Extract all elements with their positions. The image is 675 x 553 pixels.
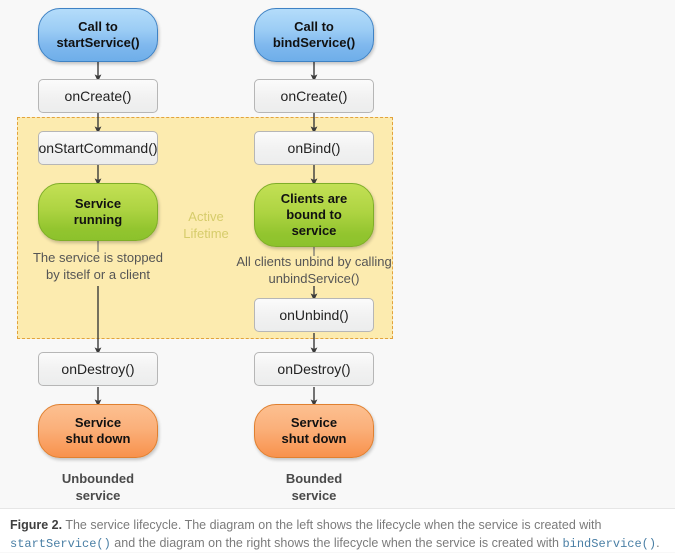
node-right-on-destroy[interactable]: onDestroy() [254, 352, 374, 386]
node-left-on-destroy[interactable]: onDestroy() [38, 352, 158, 386]
column-label-unbounded: Unbounded service [28, 470, 168, 504]
node-right-service-shut-down[interactable]: Service shut down [254, 404, 374, 458]
node-on-bind[interactable]: onBind() [254, 131, 374, 165]
note-clients-unbind-line2: unbindService() [268, 271, 360, 286]
column-label-bounded-line2: service [291, 488, 337, 503]
node-on-start-command[interactable]: onStartCommand() [38, 131, 158, 165]
active-lifetime-label-line1: Active [188, 209, 224, 224]
node-call-to-bind-service-line2: bindService() [272, 35, 356, 50]
column-label-bounded: Bounded service [244, 470, 384, 504]
caption-code-bind-service: bindService() [562, 537, 657, 551]
note-service-stopped-line1: The service is stopped [32, 250, 164, 265]
node-service-running-line1: Service [74, 196, 122, 211]
note-clients-unbind: All clients unbind by calling unbindServ… [224, 253, 404, 287]
node-service-running[interactable]: Service running [38, 183, 158, 241]
active-lifetime-label: Active Lifetime [168, 208, 244, 242]
note-service-stopped-line2: by itself or a client [45, 267, 151, 282]
caption-text-part1: The service lifecycle. The diagram on th… [62, 518, 602, 532]
node-left-on-create[interactable]: onCreate() [38, 79, 158, 113]
note-service-stopped: The service is stopped by itself or a cl… [18, 249, 178, 283]
node-service-running-line2: running [73, 212, 123, 227]
caption-text-part2: and the diagram on the right shows the l… [110, 536, 563, 550]
node-right-on-destroy-label: onDestroy() [277, 361, 351, 377]
node-call-to-bind-service-line1: Call to [294, 19, 334, 34]
note-clients-unbind-line1: All clients unbind by calling [236, 254, 392, 269]
node-right-on-create[interactable]: onCreate() [254, 79, 374, 113]
node-left-service-shut-down-line2: shut down [65, 431, 131, 446]
caption-text-part3: . [656, 536, 660, 550]
active-lifetime-label-line2: Lifetime [183, 226, 229, 241]
column-label-bounded-line1: Bounded [285, 471, 343, 486]
service-lifecycle-diagram: Active Lifetime [17, 8, 404, 504]
node-clients-bound-line3: service [291, 223, 337, 238]
node-on-start-command-label: onStartCommand() [38, 140, 158, 156]
node-call-to-start-service-line1: Call to [78, 19, 118, 34]
node-right-service-shut-down-line1: Service [290, 415, 338, 430]
node-on-bind-label: onBind() [287, 140, 341, 156]
caption-code-start-service: startService() [10, 537, 111, 551]
node-on-unbind-label: onUnbind() [279, 307, 349, 323]
node-clients-bound-to-service[interactable]: Clients are bound to service [254, 183, 374, 247]
node-left-service-shut-down[interactable]: Service shut down [38, 404, 158, 458]
figure-caption: Figure 2. The service lifecycle. The dia… [0, 508, 675, 552]
node-left-service-shut-down-line1: Service [74, 415, 122, 430]
column-label-unbounded-line1: Unbounded [61, 471, 135, 486]
column-label-unbounded-line2: service [75, 488, 121, 503]
node-clients-bound-line1: Clients are [280, 191, 348, 206]
node-clients-bound-line2: bound to [286, 207, 342, 222]
node-left-on-destroy-label: onDestroy() [61, 361, 135, 377]
node-call-to-start-service-line2: startService() [56, 35, 140, 50]
node-call-to-start-service[interactable]: Call to startService() [38, 8, 158, 62]
node-right-on-create-label: onCreate() [280, 88, 348, 104]
node-call-to-bind-service[interactable]: Call to bindService() [254, 8, 374, 62]
node-right-service-shut-down-line2: shut down [281, 431, 347, 446]
node-left-on-create-label: onCreate() [64, 88, 132, 104]
node-on-unbind[interactable]: onUnbind() [254, 298, 374, 332]
figure-number: Figure 2. [10, 518, 63, 532]
